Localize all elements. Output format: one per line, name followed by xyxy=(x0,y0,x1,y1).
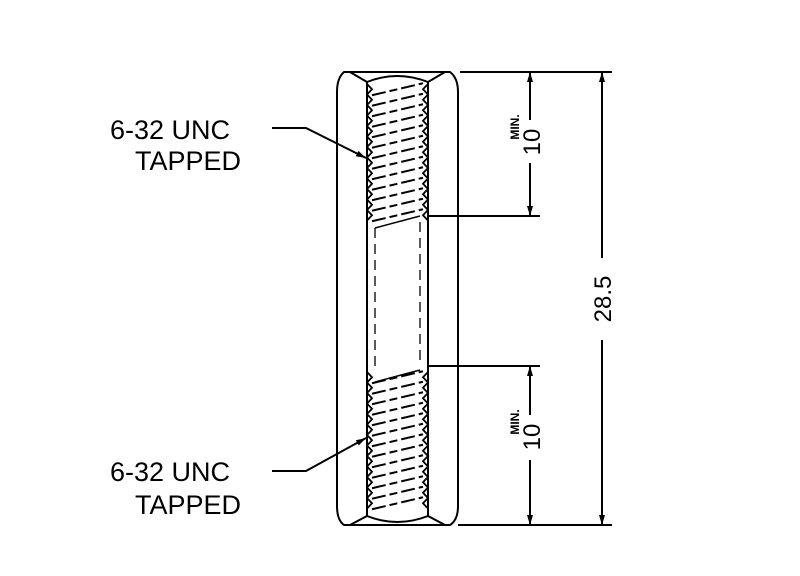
thread-crest xyxy=(371,208,424,223)
bore-bottom-top-line xyxy=(374,215,421,229)
thread-crest xyxy=(371,124,424,139)
thread-crest xyxy=(371,103,424,118)
thread-crest xyxy=(371,155,424,170)
thread-crest xyxy=(371,176,424,191)
thread-flank-left xyxy=(365,83,374,222)
callout-top-thread: 6-32 UNC xyxy=(110,115,230,145)
thread-crest xyxy=(371,391,424,406)
extension-lines xyxy=(428,71,612,526)
top-chamfer xyxy=(349,71,446,84)
thread-crest xyxy=(371,134,424,149)
callout-bottom-thread: 6-32 UNC xyxy=(110,457,230,487)
top-depth-qualifier: MIN. xyxy=(508,114,522,139)
thread-crest xyxy=(371,145,424,160)
thread-top xyxy=(365,82,430,223)
thread-crest xyxy=(371,92,424,107)
thread-crest xyxy=(371,443,424,458)
thread-crest xyxy=(371,401,424,416)
leader-bottom xyxy=(272,437,367,472)
top-depth-value: 10 xyxy=(519,129,546,156)
thread-crest xyxy=(371,166,424,181)
thread-crest xyxy=(371,370,424,385)
thread-crest xyxy=(371,82,424,97)
thread-bottom xyxy=(365,370,430,511)
callout-top: 6-32 UNC TAPPED xyxy=(110,115,367,176)
thread-flank-right xyxy=(421,83,430,222)
thread-crest xyxy=(371,464,424,479)
thread-crest xyxy=(371,113,424,128)
bottom-chamfer xyxy=(349,514,446,526)
thread-crest xyxy=(371,187,424,202)
bottom-depth-value: 10 xyxy=(519,424,546,451)
thread-flank-right xyxy=(421,371,430,510)
thread-crest xyxy=(371,412,424,427)
overall-length-value: 28.5 xyxy=(590,276,617,323)
thread-flank-left xyxy=(365,371,374,510)
leader-top xyxy=(272,127,367,159)
bottom-depth-qualifier: MIN. xyxy=(508,409,522,434)
callout-top-note: TAPPED xyxy=(135,146,241,176)
thread-crest xyxy=(371,422,424,437)
standoff-body xyxy=(336,71,459,526)
callout-bottom-note: TAPPED xyxy=(135,490,241,520)
thread-crest xyxy=(371,475,424,490)
thread-crest xyxy=(371,496,424,511)
thread-crest xyxy=(371,197,424,212)
thread-crest xyxy=(371,380,424,395)
thread-crest xyxy=(371,485,424,500)
callout-bottom: 6-32 UNC TAPPED xyxy=(110,437,367,520)
hex-outline xyxy=(336,71,459,526)
thread-crest xyxy=(371,433,424,448)
thread-crest xyxy=(371,454,424,469)
